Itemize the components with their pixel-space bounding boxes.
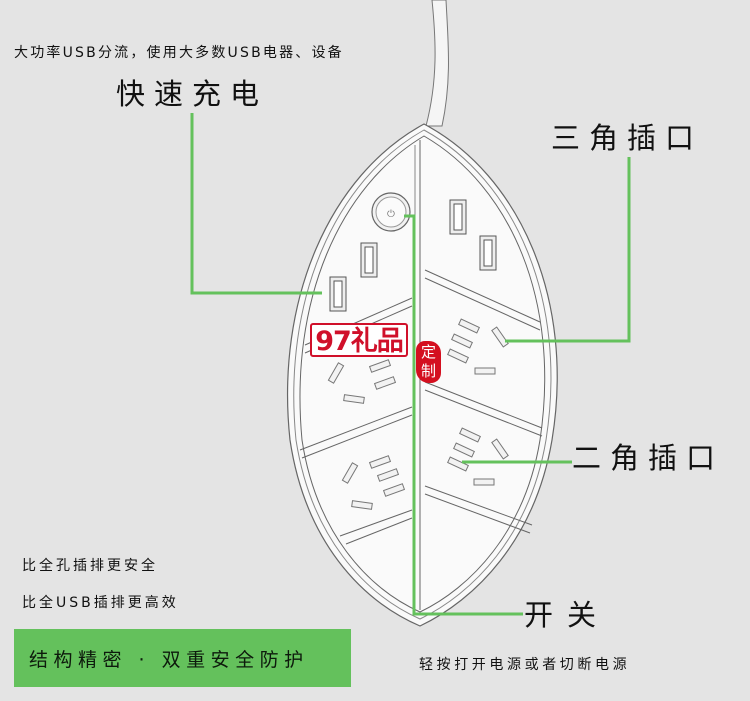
power-cord <box>425 0 449 127</box>
watermark-logo: 97礼品 <box>310 323 408 357</box>
seal-char-1: 定 <box>420 343 436 361</box>
feature-line: 比全孔插排更安全 <box>22 558 158 574</box>
callout-fast-charge: 快速充电 <box>116 77 269 111</box>
switch-note: 轻按打开电源或者切断电源 <box>419 657 631 673</box>
callout-three-pin: 三角插口 <box>551 121 704 155</box>
header-caption: 大功率USB分流，使用大多数USB电器、设备 <box>14 45 344 61</box>
feature-line: 比全USB插排更高效 <box>22 595 179 611</box>
usb-port <box>329 199 497 312</box>
seal-char-2: 制 <box>420 362 436 380</box>
power-icon: ⏻ <box>387 209 395 220</box>
three-pin-socket-slots <box>327 318 509 510</box>
callout-switch: 开关 <box>524 598 611 632</box>
leader-fast-charge <box>190 113 322 295</box>
watermark-seal: 定 制 <box>416 341 441 383</box>
power-button[interactable]: ⏻ <box>371 192 411 232</box>
leader-lines <box>190 113 631 616</box>
callout-two-pin: 二角插口 <box>572 441 725 475</box>
leader-three-pin <box>505 157 631 343</box>
leader-switch <box>404 214 523 616</box>
feature-banner: 结构精密 · 双重安全防护 <box>14 629 351 687</box>
